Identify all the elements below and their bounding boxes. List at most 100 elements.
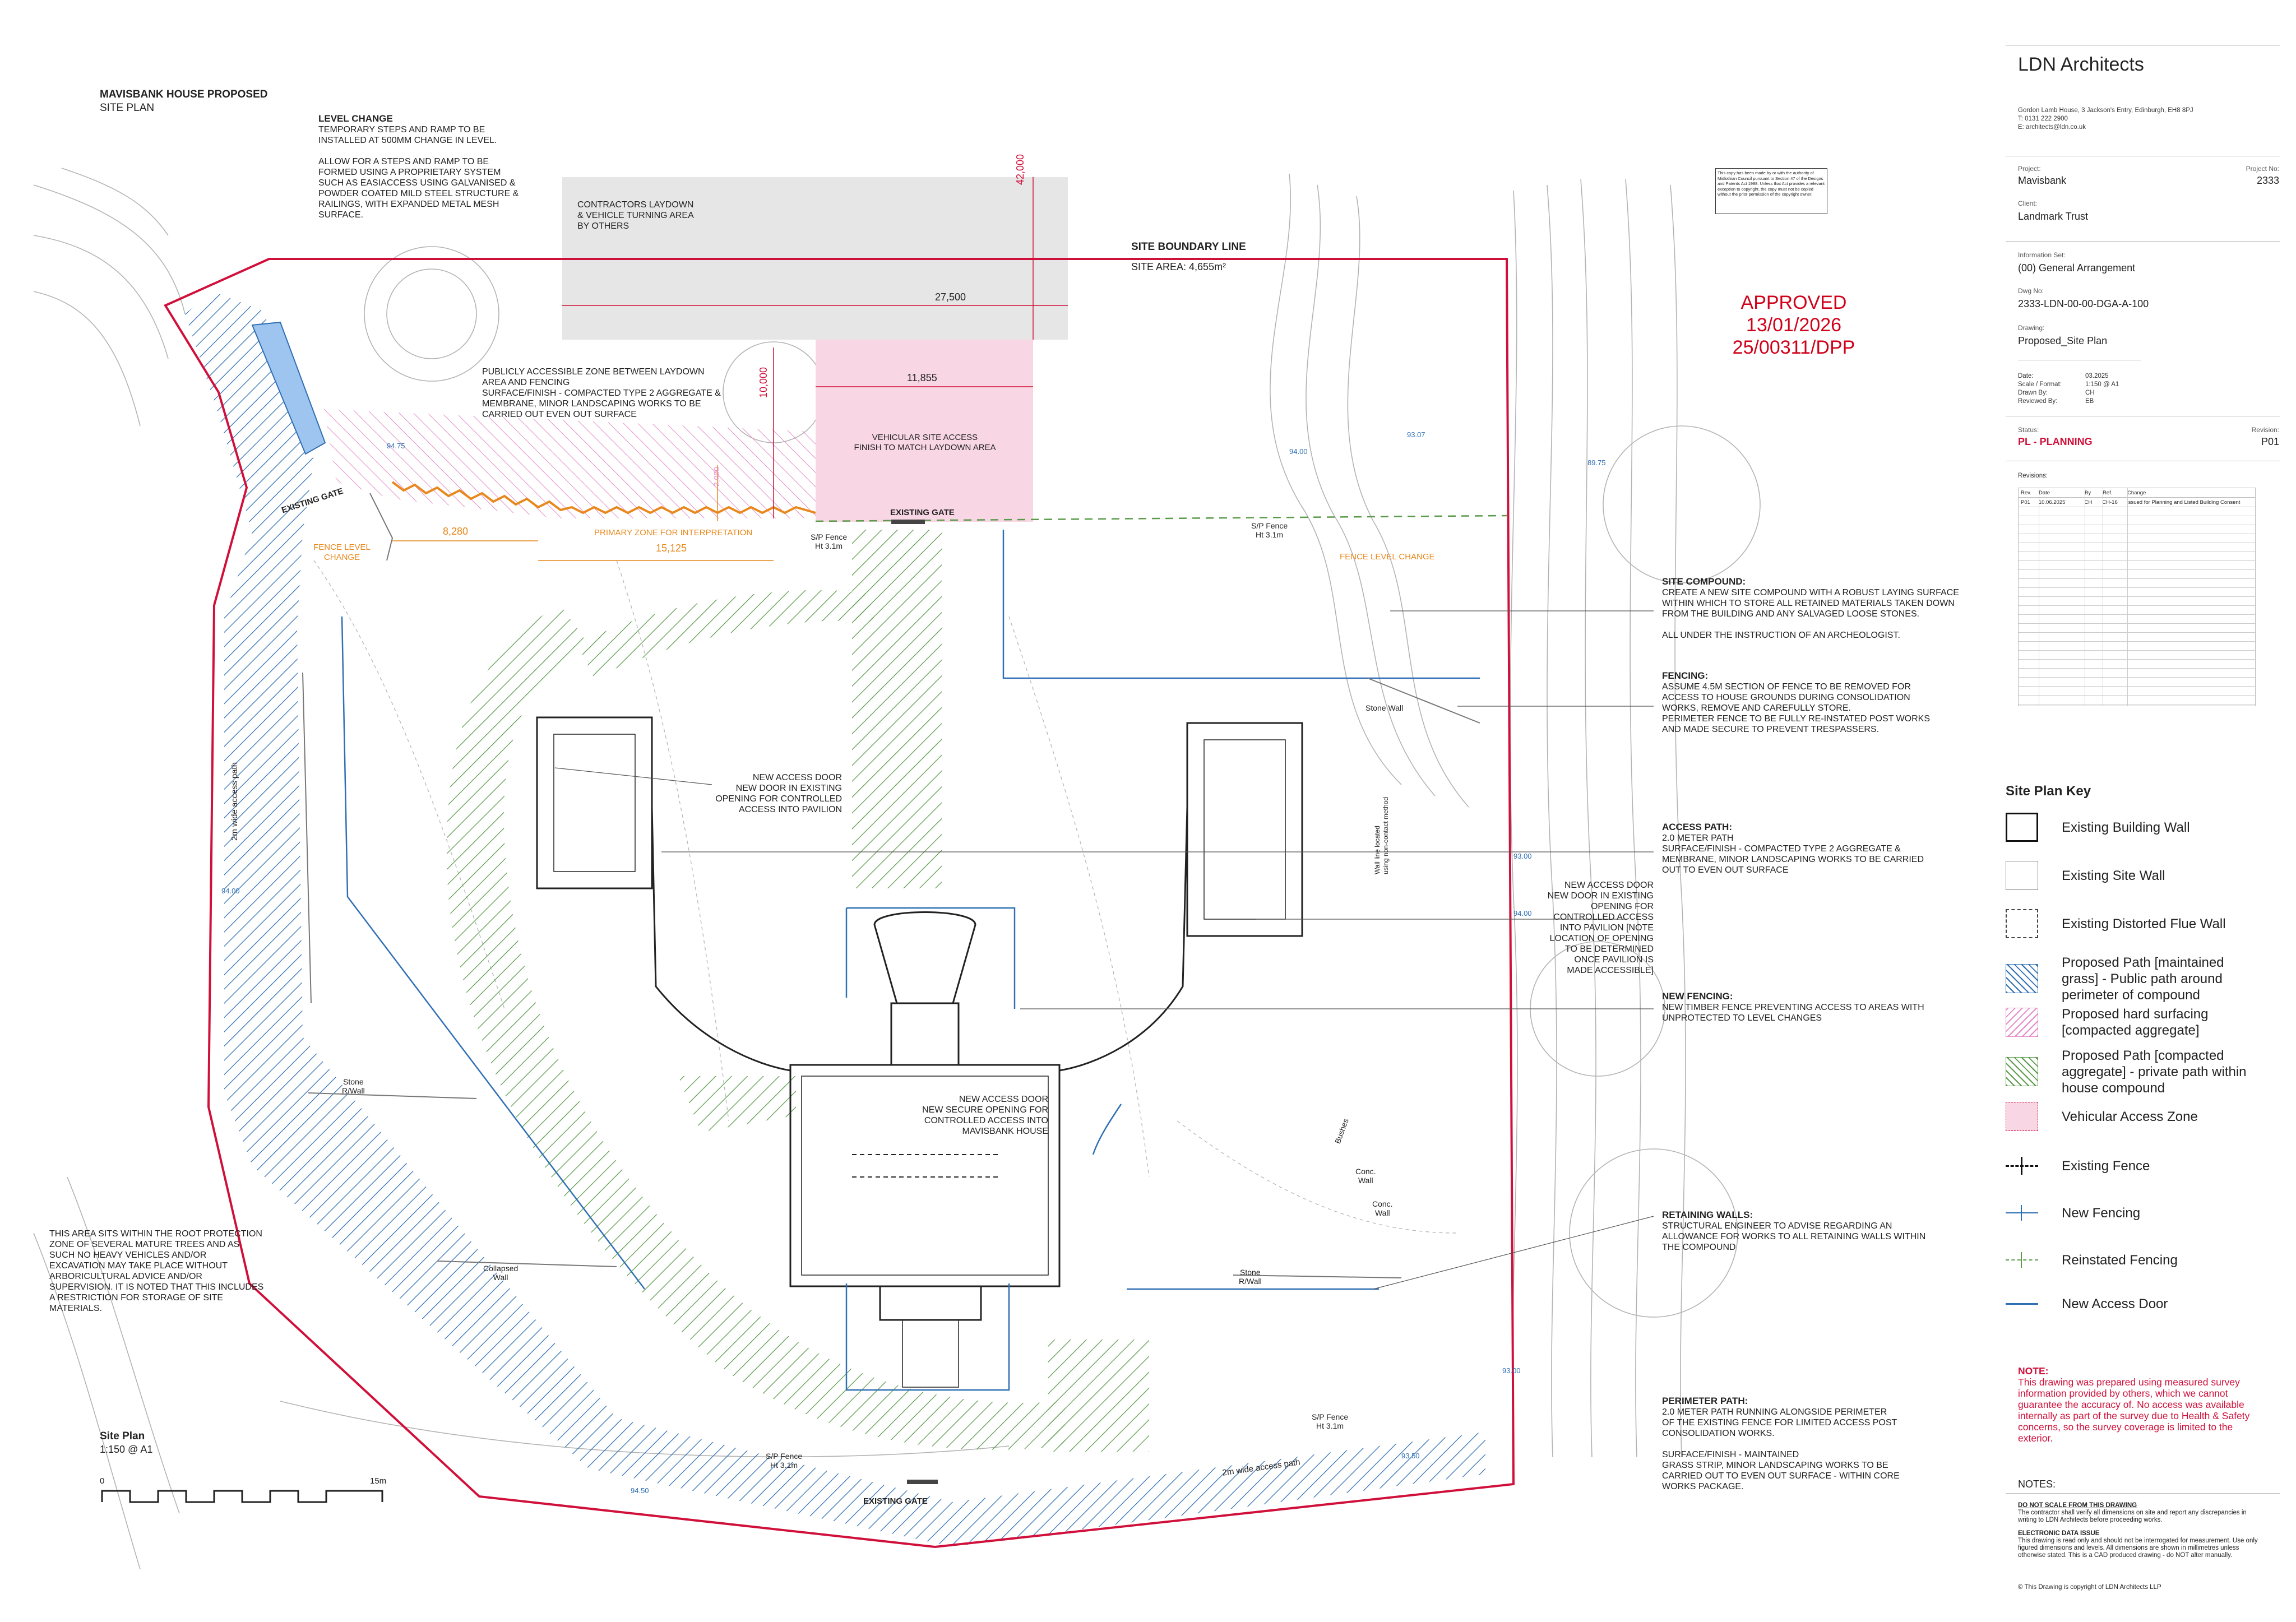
pink-fill-icon bbox=[2006, 1102, 2038, 1131]
dwg-no-value: 2333-LDN-00-00-DGA-A-100 bbox=[2018, 298, 2149, 309]
key-label-8: New Fencing bbox=[2062, 1205, 2141, 1221]
approval-line-1: APPROVED bbox=[1740, 292, 1847, 313]
dashed-box-icon bbox=[2006, 909, 2038, 938]
laydown-line-0: CONTRACTORS LAYDOWN bbox=[577, 200, 694, 210]
sp-fence-4-line-0: S/P Fence bbox=[1312, 1412, 1349, 1421]
level-marker-9: 93.50 bbox=[1401, 1452, 1420, 1460]
conc-wall-2-line-0: Conc. bbox=[1372, 1199, 1393, 1208]
title-block-rule-2 bbox=[2006, 241, 2280, 242]
sp-fence-label-3: S/P Fence Ht 3.1m bbox=[766, 1452, 802, 1470]
wall-line-0: Wall line located bbox=[1373, 826, 1381, 874]
note-5-line-5: GRASS STRIP, MINOR LANDSCAPING WORKS TO … bbox=[1662, 1461, 1888, 1470]
drawn-value: CH bbox=[2085, 390, 2095, 396]
note-5-line-3 bbox=[1662, 1439, 1976, 1449]
disclaimer-heading: NOTE: bbox=[2018, 1365, 2049, 1377]
site-area-label: SITE AREA: 4,655m² bbox=[1131, 261, 1226, 272]
root-line-6: A RESTRICTION FOR STORAGE OF SITE bbox=[49, 1293, 223, 1303]
conc-wall-1-line-1: Wall bbox=[1358, 1176, 1373, 1185]
key-label-3: Proposed Path [maintained grass] - Publi… bbox=[2062, 954, 2224, 1003]
green-fence-icon bbox=[2006, 1245, 2038, 1275]
plan-scale: 1:150 @ A1 bbox=[100, 1444, 153, 1455]
dns-heading: DO NOT SCALE FROM THIS DRAWING bbox=[2018, 1502, 2137, 1509]
firm-name: LDN Architects bbox=[2018, 54, 2144, 75]
level-change-line-1: INSTALLED AT 500MM CHANGE IN LEVEL. bbox=[318, 136, 497, 145]
forecourt bbox=[873, 911, 976, 1004]
drawing-value: Proposed_Site Plan bbox=[2018, 335, 2108, 346]
note-2-heading: ACCESS PATH: bbox=[1662, 822, 1732, 832]
note-3-heading: NEW FENCING: bbox=[1662, 991, 1733, 1002]
root-line-5: SUPERVISION. IT IS NOTED THAT THIS INCLU… bbox=[49, 1282, 264, 1292]
footer-notes-heading: NOTES: bbox=[2018, 1479, 2056, 1490]
reinstated-fence-line bbox=[815, 515, 1507, 522]
note-5-line-1: OF THE EXISTING FENCE FOR LIMITED ACCESS… bbox=[1662, 1418, 1897, 1428]
new-door-centre-line-0: NEW ACCESS DOOR bbox=[959, 1095, 1048, 1104]
dimension-d2: 27,500 bbox=[935, 291, 966, 303]
rev-cell-change: Issued for Planning and Listed Building … bbox=[2127, 499, 2241, 506]
new-door-right-line-2: OPENING FOR bbox=[1590, 902, 1654, 911]
revision-row: P01 10.06.2025 CH CH-16 Issued for Plann… bbox=[2019, 498, 2255, 507]
new-door-left-line-3: ACCESS INTO PAVILION bbox=[738, 805, 842, 814]
note-1-line-1: ACCESS TO HOUSE GROUNDS DURING CONSOLIDA… bbox=[1662, 693, 1910, 702]
level-change-heading: LEVEL CHANGE bbox=[318, 113, 393, 124]
disclaimer-note: NOTE: This drawing was prepared using me… bbox=[2018, 1365, 2265, 1444]
client-value: Landmark Trust bbox=[2018, 211, 2089, 222]
note-perimeter-path: PERIMETER PATH: 2.0 METER PATH RUNNING A… bbox=[1662, 1396, 1976, 1492]
date-value: 03.2025 bbox=[2085, 373, 2109, 379]
dwg-no-label: Dwg No: bbox=[2018, 287, 2044, 295]
access-path-left-label: 2m wide access path bbox=[230, 762, 239, 841]
dimension-d3: 11,855 bbox=[907, 372, 937, 383]
primary-zone-label: PRIMARY ZONE FOR INTERPRETATION bbox=[594, 528, 753, 537]
rev-header-rev: Rev. bbox=[2021, 489, 2031, 496]
vehicular-line-1: FINISH TO MATCH LAYDOWN AREA bbox=[854, 443, 996, 452]
vehicular-access-label: VEHICULAR SITE ACCESS FINISH TO MATCH LA… bbox=[824, 433, 1026, 453]
new-door-right-label: NEW ACCESS DOOR NEW DOOR IN EXISTING OPE… bbox=[1491, 880, 1654, 976]
level-change-line-4: FORMED USING A PROPRIETARY SYSTEM bbox=[318, 168, 501, 177]
new-door-right-line-3: CONTROLLED ACCESS bbox=[1553, 912, 1654, 922]
address-line-1: T: 0131 222 2900 bbox=[2018, 115, 2068, 122]
edi-heading: ELECTRONIC DATA ISSUE bbox=[2018, 1530, 2100, 1537]
level-change-line-5: SUCH AS EASIACCESS USING GALVANISED & bbox=[318, 178, 516, 188]
project-value: Mavisbank bbox=[2018, 175, 2067, 186]
level-change-line-2 bbox=[318, 146, 554, 156]
laydown-line-1: & VEHICLE TURNING AREA bbox=[577, 211, 694, 220]
laydown-label: CONTRACTORS LAYDOWN & VEHICLE TURNING AR… bbox=[577, 200, 694, 231]
note-4-line-1: ALLOWANCE FOR WORKS TO ALL RETAINING WAL… bbox=[1662, 1232, 1926, 1241]
edi-text: This drawing is read only and should not… bbox=[2018, 1537, 2258, 1559]
sp-fence-label-4: S/P Fence Ht 3.1m bbox=[1312, 1412, 1348, 1430]
conc-wall-1-line-0: Conc. bbox=[1355, 1167, 1376, 1176]
new-door-centre-label: NEW ACCESS DOOR NEW SECURE OPENING FOR C… bbox=[897, 1094, 1048, 1137]
note-0-line-2: FROM THE BUILDING AND ANY SALVAGED LOOSE… bbox=[1662, 609, 1920, 619]
level-change-zigzag bbox=[391, 481, 816, 515]
front-steps bbox=[890, 1002, 960, 1066]
fence-level-left-line-0: FENCE LEVEL bbox=[313, 543, 371, 552]
west-wing-wall bbox=[651, 807, 791, 1072]
collapsed-wall-label: Collapsed Wall bbox=[483, 1264, 518, 1282]
private-path-hatch-spine bbox=[852, 530, 942, 888]
root-line-4: ARBORICULTURAL ADVICE AND/OR bbox=[49, 1272, 202, 1281]
blue-line-icon bbox=[2006, 1289, 2038, 1318]
address-line-2: E: architects@ldn.co.uk bbox=[2018, 124, 2086, 131]
site-boundary-label: SITE BOUNDARY LINE bbox=[1131, 241, 1246, 253]
steps-ramp bbox=[251, 321, 326, 455]
root-protection-note: THIS AREA SITS WITHIN THE ROOT PROTECTIO… bbox=[49, 1229, 285, 1314]
revisions-label: Revisions: bbox=[2018, 472, 2048, 479]
footer-rule bbox=[2006, 1493, 2280, 1494]
new-door-centre-line-1: NEW SECURE OPENING FOR bbox=[922, 1105, 1048, 1115]
scale-bar-end: 15m bbox=[370, 1476, 387, 1486]
footer-edi: ELECTRONIC DATA ISSUE This drawing is re… bbox=[2018, 1530, 2265, 1559]
note-2-line-0: 2.0 METER PATH bbox=[1662, 833, 1734, 843]
note-1-line-2: WORKS, REMOVE AND CAREFULLY STORE. bbox=[1662, 703, 1851, 713]
key-label-10: New Access Door bbox=[2062, 1296, 2168, 1311]
existing-gate-top-label: EXISTING GATE bbox=[890, 508, 955, 517]
drawing-subtitle: SITE PLAN bbox=[100, 102, 155, 114]
key-label-0: Existing Building Wall bbox=[2062, 819, 2190, 835]
new-door-centre-line-2: CONTROLLED ACCESS INTO bbox=[924, 1116, 1048, 1125]
public-zone-hatch bbox=[324, 409, 816, 518]
terrain-contours bbox=[33, 168, 1761, 1570]
level-marker-5: 94.00 bbox=[1513, 909, 1532, 917]
new-door-right-line-8: MADE ACCESSIBLE] bbox=[1567, 966, 1654, 975]
note-new-fencing: NEW FENCING: NEW TIMBER FENCE PREVENTING… bbox=[1662, 991, 1976, 1023]
new-door-right-line-7: ONCE PAVILION IS bbox=[1574, 955, 1654, 965]
revision-empty-rows bbox=[2019, 507, 2255, 706]
copyright-notice-box: This copy has been made by or with the a… bbox=[1715, 168, 1827, 214]
